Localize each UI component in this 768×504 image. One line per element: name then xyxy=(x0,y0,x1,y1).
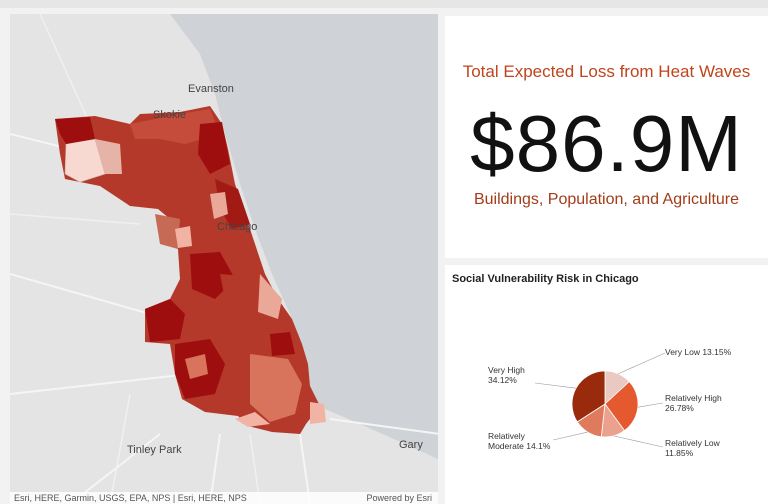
pie-leader-line xyxy=(534,382,577,389)
indicator-value: $86.9M xyxy=(470,99,743,188)
pie-leader-line xyxy=(618,352,666,375)
pie-leader-line xyxy=(613,435,664,448)
map-view[interactable]: Evanston Skokie Chicago Tinley Park Gary… xyxy=(10,14,438,504)
chicago-tracts[interactable] xyxy=(55,106,326,434)
powered-by-esri[interactable]: Powered by Esri xyxy=(366,493,432,503)
top-bar xyxy=(0,0,768,8)
map-attribution: Esri, HERE, Garmin, USGS, EPA, NPS | Esr… xyxy=(10,492,438,504)
pie-slice-very-high[interactable] xyxy=(571,370,606,423)
pie-leader-line xyxy=(637,402,664,408)
indicator-subtitle: Buildings, Population, and Agriculture xyxy=(473,191,740,208)
place-label-skokie: Skokie xyxy=(153,109,187,121)
pie-leader-line xyxy=(552,431,588,441)
attribution-text[interactable]: Esri, HERE, Garmin, USGS, EPA, NPS | Esr… xyxy=(14,493,247,503)
place-label-chicago: Chicago xyxy=(217,221,258,233)
pie-chart-title: Social Vulnerability Risk in Chicago xyxy=(452,273,639,285)
pie-chart-panel: Social Vulnerability Risk in Chicago Ver… xyxy=(445,265,768,504)
pie-slice-relatively-high[interactable] xyxy=(604,381,639,432)
pie-label: Very Low 13.15% xyxy=(665,347,732,357)
place-label-gary: Gary xyxy=(399,439,423,451)
indicator-title: Total Expected Loss from Heat Waves xyxy=(462,62,751,81)
indicator-panel: Total Expected Loss from Heat Waves $86.… xyxy=(445,16,768,258)
basemap xyxy=(10,14,438,504)
place-label-evanston: Evanston xyxy=(188,83,234,95)
place-label-tinley-park: Tinley Park xyxy=(127,444,182,456)
